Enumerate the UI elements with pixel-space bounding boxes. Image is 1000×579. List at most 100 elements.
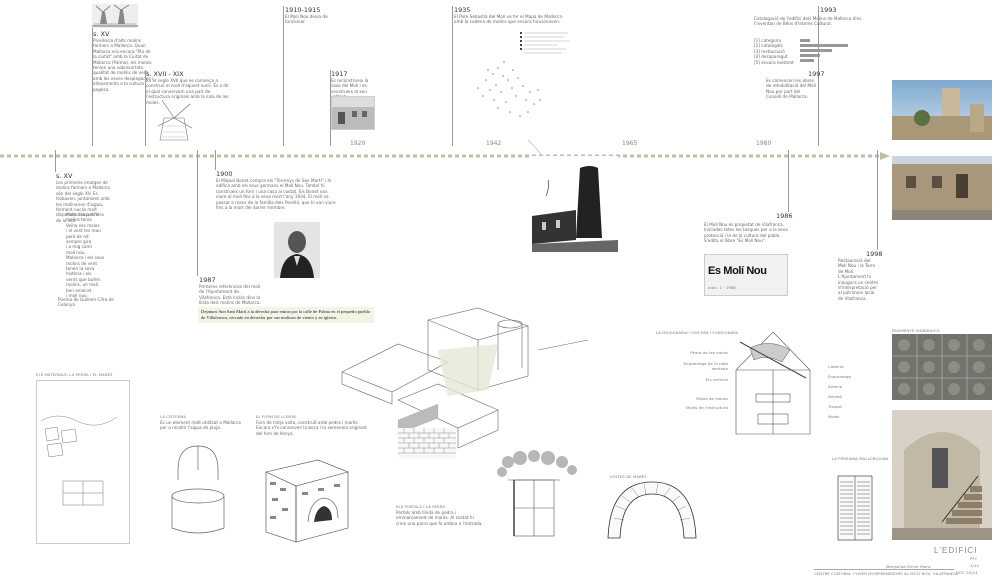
- footer-author: Margalida Oliver Riera: [886, 564, 931, 569]
- legend-item: [5] encara existent: [754, 59, 794, 65]
- event-title: 1993: [820, 6, 837, 14]
- footer-code: DOC 03/14: [956, 570, 978, 575]
- hydraulic-tiles-photo: [892, 334, 992, 400]
- footer-project-title: CENTRE CULTURAL I VIVER D'EMPRENEDORS AL…: [814, 571, 958, 576]
- windmill-sketch-image: [154, 96, 196, 142]
- legend-item: [3] restauració: [754, 48, 785, 54]
- mill-machinery-section: [730, 328, 816, 436]
- mill-label: Moles: [828, 414, 840, 419]
- mill-label: Eix vertical: [705, 377, 728, 382]
- mill-label: Moles de moure: [696, 396, 728, 401]
- event-title: 1997: [808, 70, 825, 78]
- poem-line: molins de vent: [66, 260, 98, 266]
- poem-line: Mallorca i els seus: [66, 255, 105, 261]
- legend-item: [4] desaparegut: [754, 54, 788, 60]
- section-text: Portals amb llinda de pedra i emmarcamen…: [396, 510, 483, 526]
- event-title: 1998: [866, 250, 883, 258]
- section-text: Es un element molt utilitzat a Mallorca …: [160, 420, 241, 431]
- section-title: LA CISTERNA: [160, 414, 187, 419]
- section-title: LA PERSIANA MALLORQUINA: [832, 456, 889, 461]
- year-tick: 1942: [486, 140, 502, 147]
- section-title: ELS PORTALS I LA PARRA: [396, 504, 446, 509]
- event-text: Presència d'alts molins fariners a Mallo…: [93, 38, 154, 92]
- oven-sketch: [258, 452, 354, 544]
- windmill-engraving-image: [92, 4, 138, 28]
- section-title: VOLTES DE MARÈS: [610, 474, 647, 479]
- timeline-arrow: [0, 145, 890, 160]
- section-title: PAVIMENTS HIDRÀULICS: [892, 328, 940, 333]
- event-text: En el segle XVII que es comença a constr…: [146, 78, 229, 105]
- house-sketch-image: [331, 96, 375, 130]
- section-title: LA MAQUINÀRIA: COM ERA I FUNCIONAVA: [656, 330, 739, 335]
- mill-label: Engranatge de la roda dentada: [683, 361, 728, 371]
- section-text: Forn de mitja volta, construït amb pedra…: [256, 420, 368, 436]
- mill-label: Trespol: [828, 404, 843, 409]
- mill-house-photo: [892, 156, 992, 220]
- mill-label: Dentell: [828, 394, 843, 399]
- windmill-tower-photo: [892, 80, 992, 140]
- poem-line: vents que bufen: [66, 276, 101, 282]
- newspaper-issue: núm. 1 · 1986: [708, 285, 736, 290]
- year-tick: 1980: [756, 140, 772, 147]
- event-text: El Miquel Bonet compra els "Terrenys de …: [216, 178, 336, 211]
- poem-line: història i els: [66, 271, 92, 277]
- poem-line: molins tenia: [66, 217, 92, 223]
- event-text: Les primeres imatges de molins fariners …: [56, 180, 110, 223]
- staircase-arch-photo: [892, 410, 992, 540]
- poem-line: tenen la seva: [66, 266, 95, 272]
- poem-line: i molí nou: [66, 293, 87, 299]
- poem-block: Molts tenia dins molins tenia Veïna ses …: [66, 212, 108, 299]
- door-vine-sketch: [494, 450, 580, 544]
- poem-line: Molts tenia dins: [66, 212, 100, 217]
- event-title: s. XVII - XIX: [146, 70, 184, 78]
- event-title: 1987: [199, 276, 216, 284]
- mill-label: Moles de l'estructura: [686, 405, 728, 410]
- event-title: 1910-1915: [285, 6, 321, 14]
- event-title: 1917: [331, 70, 348, 78]
- poem-caption: Poema de Guillem Cifre de Colonya: [58, 297, 114, 308]
- event-text: Catalogació de l'edifici dels Molins de …: [754, 16, 862, 27]
- poem-line: i a mig camí: [66, 244, 92, 250]
- shutter-window-sketch: [834, 472, 876, 544]
- tower-historic-photo: [532, 156, 618, 252]
- event-title: 1986: [776, 212, 793, 220]
- brick-wall-texture: [398, 428, 456, 458]
- mill-label: Pedra de les moles: [690, 350, 728, 355]
- event-title: 1935: [454, 6, 471, 14]
- newspaper-title: Es Molí Nou: [708, 265, 767, 277]
- section-title: EL FORN DE LLENYA: [256, 414, 296, 419]
- mill-statistics-bars: [800, 39, 850, 63]
- building-axonometric-drawing: [338, 300, 593, 454]
- event-title: s. XV: [56, 172, 73, 180]
- footer-brand: L'EDIFICI: [934, 546, 978, 555]
- event-text: El Pare Sebastià del Molí va fer el Mapa…: [454, 14, 562, 25]
- year-tick: 1920: [350, 140, 366, 147]
- village-map-image: [468, 30, 580, 161]
- poem-line: però de nit: [66, 233, 89, 239]
- newspaper-masthead: Es Molí Nou núm. 1 · 1986: [704, 254, 788, 296]
- event-text: Restauració del Molí Nou i la Torre de M…: [838, 258, 878, 301]
- event-text: Primeres referències del molí de l'Ajunt…: [199, 284, 261, 306]
- poem-line: i el vent les mou: [66, 228, 101, 234]
- cistern-sketch: [160, 440, 236, 540]
- poem-line: ben enlairat: [66, 287, 92, 293]
- mill-labels-right: Coberta Engranatge Antena Dentell Trespo…: [828, 364, 858, 419]
- footer-divider: [814, 569, 954, 570]
- stone-vault-sketch: [600, 478, 704, 540]
- mill-statistics-legend: [1] categoria [2] catalogats [3] restaur…: [754, 38, 814, 65]
- mill-labels-left: Pedra de les moles Engranatge de la roda…: [668, 350, 728, 410]
- section-title: ELS MATERIALS: LA PEDRA I EL MARÈS: [36, 372, 113, 377]
- year-tick: 1965: [622, 140, 638, 147]
- portrait-photo: [274, 222, 320, 278]
- event-text: El Molí Nou deixa de funcionar.: [285, 14, 328, 25]
- poem-line: molí nou.: [66, 249, 86, 255]
- legend-item: [1] categoria: [754, 38, 782, 43]
- legend-item: [2] catalogats: [754, 43, 784, 49]
- footer-code: PFC: [970, 556, 978, 561]
- mill-label: Engranatge: [828, 374, 852, 379]
- footer-code: 1/14: [970, 563, 979, 568]
- event-text: El Molí Nou és propietat de Vilafranca. …: [704, 222, 788, 244]
- poem-line: Veïna ses moles: [66, 222, 100, 228]
- poem-line: molins, un molí: [66, 282, 99, 288]
- stone-wall-sketch: [36, 380, 130, 544]
